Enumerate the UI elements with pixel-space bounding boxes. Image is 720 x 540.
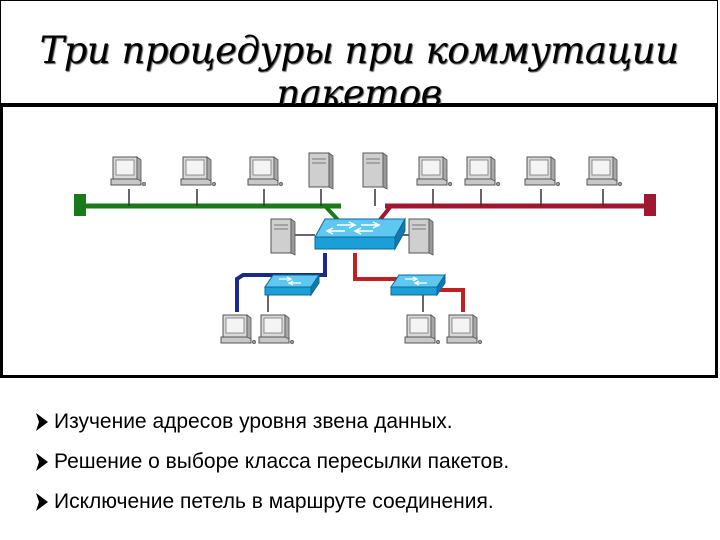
bullet-text: Решение о выборе класса пересылки пакето… [54,450,510,473]
link-right-to-switch [377,204,393,223]
terminator-left [74,194,86,216]
server-icon [270,218,296,256]
computer-icon [258,314,295,345]
bullet-text: Изучение адресов уровня звена данных. [54,410,453,433]
server-icon [408,218,434,256]
slide-title: Три процедуры при коммутации пакетов [39,29,679,115]
terminator-right [644,194,656,216]
title-panel: Три процедуры при коммутации пакетов [0,0,718,115]
computer-icon [446,314,483,345]
computer-icon [404,314,441,345]
arrow-bullet-icon [36,413,48,431]
segment-lower-right-2 [435,288,465,312]
segment-lower-left [235,253,327,312]
computer-icon [220,314,257,345]
server-icon [308,152,334,190]
arrow-bullet-icon [36,493,48,511]
bullet-item: Решение о выборе класса пересылки пакето… [34,442,509,482]
link-left-to-switch [323,204,341,223]
computer-icon [464,156,501,187]
bullet-list: Изучение адресов уровня звена данных. Ре… [34,402,509,522]
computer-icon [110,156,147,187]
computer-icon [524,156,561,187]
bullet-text: Исключение петель в маршруте соединения. [54,490,494,513]
computer-icon [247,156,284,187]
computer-icon [180,156,217,187]
switch-icon [264,274,320,296]
computer-icon [586,156,623,187]
switch-icon [314,218,406,250]
bullet-item: Исключение петель в маршруте соединения. [34,482,509,522]
arrow-bullet-icon [36,453,48,471]
segment-lower-right [353,253,403,281]
computer-icon [416,156,453,187]
server-icon [362,152,388,190]
network-diagram-panel [0,104,718,378]
switch-icon [390,274,446,296]
bullet-item: Изучение адресов уровня звена данных. [34,402,509,442]
network-diagram [74,152,656,345]
